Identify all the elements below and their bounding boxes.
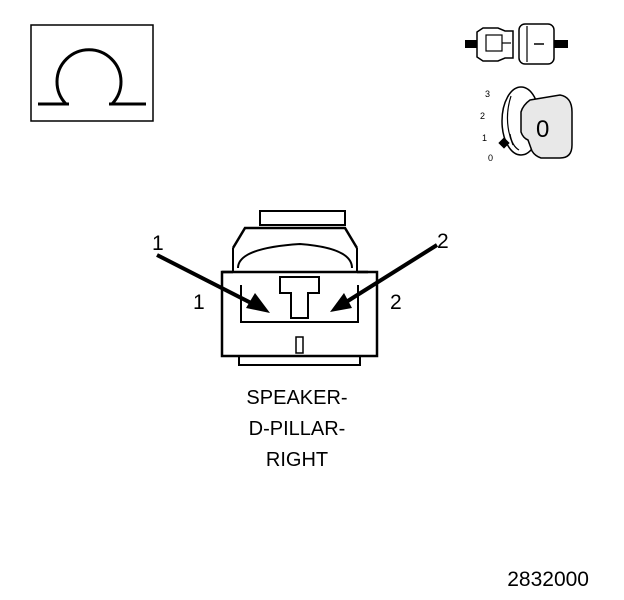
connector-upper-body bbox=[231, 226, 359, 249]
callout-arrow-1 bbox=[156, 253, 270, 313]
disconnected-connector-icon bbox=[465, 23, 568, 65]
callout-arrow-2 bbox=[330, 243, 439, 312]
key-label: 0 bbox=[536, 116, 549, 143]
caption-line-1: SPEAKER- bbox=[246, 387, 347, 409]
caption-line-3: RIGHT bbox=[266, 449, 328, 471]
key-position-0: 0 bbox=[488, 153, 493, 163]
callout-label-2: 2 bbox=[437, 230, 449, 253]
key-position-2: 2 bbox=[480, 111, 485, 121]
key-position-3: 3 bbox=[485, 89, 490, 99]
connector-latch bbox=[259, 210, 346, 226]
key-position-1: 1 bbox=[482, 133, 487, 143]
callout-label-1: 1 bbox=[152, 232, 164, 255]
pin-label-1: 1 bbox=[193, 291, 205, 314]
ohm-symbol-box bbox=[30, 24, 154, 122]
figure-number: 2832000 bbox=[507, 568, 589, 591]
pin-label-2: 2 bbox=[390, 291, 402, 314]
connector-center-post bbox=[279, 276, 320, 319]
ignition-key-icon: 3 2 1 0 0 bbox=[480, 86, 573, 163]
connector-caption: SPEAKER- D-PILLAR- RIGHT bbox=[246, 387, 347, 471]
connector-face bbox=[220, 210, 379, 366]
ohm-icon bbox=[38, 48, 146, 106]
caption-line-2: D-PILLAR- bbox=[249, 418, 346, 440]
connector-bottom-rail bbox=[238, 355, 361, 366]
connector-cavity bbox=[240, 285, 359, 323]
connector-shell bbox=[220, 270, 379, 358]
